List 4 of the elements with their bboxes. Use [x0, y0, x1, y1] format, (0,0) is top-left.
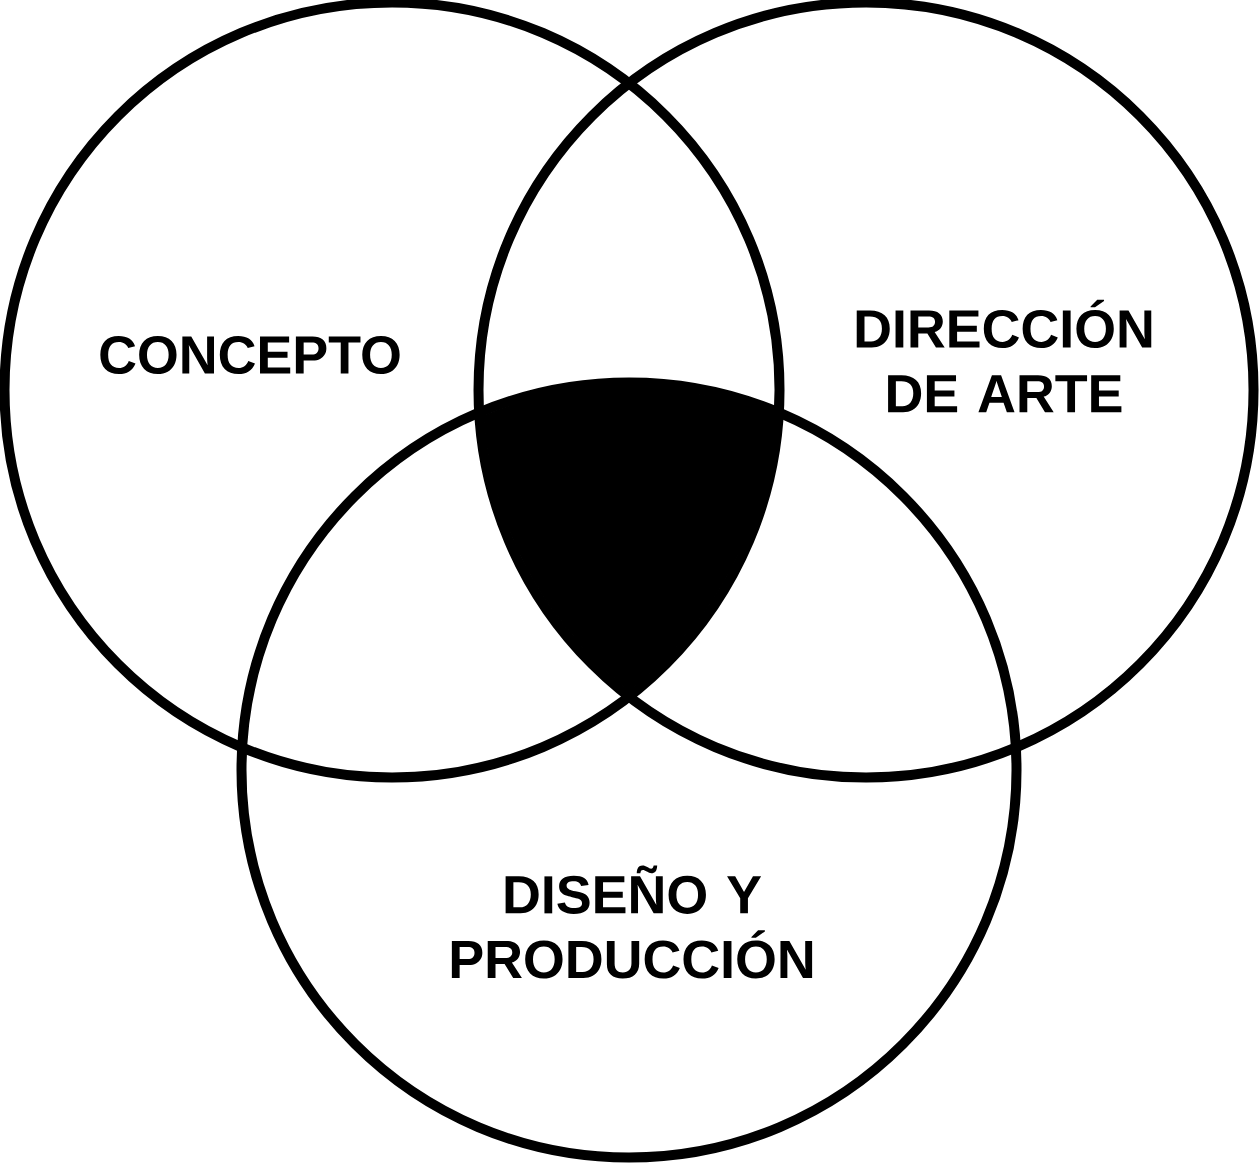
circle-label: DISEÑO Y PRODUCCIÓN: [451, 865, 813, 979]
circle-label: CONCEPTO: [100, 336, 400, 375]
circle-label: DIRECCIÓN DE ARTE: [856, 299, 1152, 413]
overlap-region: [483, 386, 775, 692]
